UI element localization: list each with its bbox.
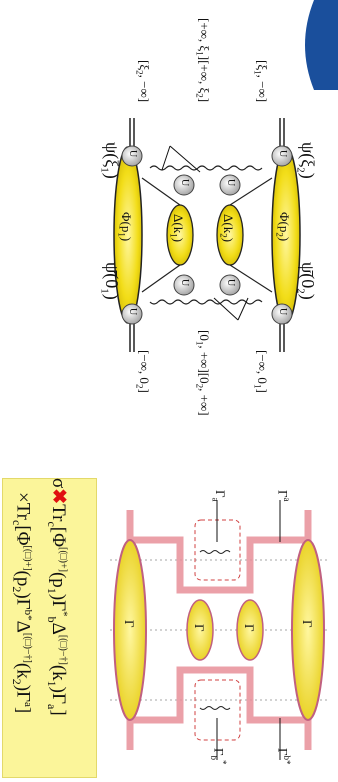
right-diagram [113,118,301,352]
top-range-label: [+∞, ξ1][+∞, ξ2] [194,18,212,103]
u-circle [173,174,195,196]
phi-p1-label: Φ(p1) [116,212,134,242]
u-label: U [127,150,138,158]
psibar-01-label: ψ̄(01) [98,262,122,300]
u-label: U [179,179,190,187]
u-label: U [225,179,236,187]
blob-symbol: Γ [192,624,207,632]
psi-xi1-label: ψ(ξ1) [98,142,122,179]
delta-k1-label: Δ(k1) [168,214,186,243]
blob-symbol: Γ [242,624,257,632]
quark-lines [141,177,273,293]
formula-box [2,478,97,778]
formula-line-1: σ✖Trc[Φ[(□)+](p1)Γ*bΔ[(□)−†](k1)Γa] [45,478,70,716]
minf-02-label: [−∞, 02] [134,350,152,393]
u-circle [173,274,195,296]
gamma-b-sup-label: Γb* [275,748,292,765]
phi-p2-label: Φ(p2) [274,212,292,242]
u-circle [121,145,143,167]
u-circles [121,145,293,325]
blob-symbol: Γ [122,620,137,628]
gamma-b-label: Γb* [209,748,228,765]
delta-k2-label: Δ(k2) [218,214,236,243]
lens-blob [236,599,264,661]
u-label: U [277,308,288,316]
blue-arc-decoration [305,0,338,90]
left-arrows [216,500,281,760]
lens-blob [291,539,325,721]
u-circle [219,274,241,296]
lens-blob [186,599,214,661]
blue-arc-shape [305,0,338,90]
u-label: U [225,279,236,287]
psi-xi2-label: ψ(ξ2) [294,142,318,179]
formula-line-2: ×Trc[Φ[(□)+](p2)Γb*Δ[(□)−†](k2)Γa] [9,492,34,714]
psibar-02-label: ψ̄(02) [294,262,318,300]
u-circle [219,174,241,196]
xi1-minf-label: [ξ1, −∞] [252,60,270,103]
blob-symbol: Γ [300,620,315,628]
left-gluons [199,550,231,710]
range-arrows [161,145,249,321]
u-circle [121,303,143,325]
gluon-lines [149,165,263,305]
minf-01-label: [−∞, 01] [252,350,270,393]
gamma-a-label: Γa [210,490,228,502]
bottom-range-label: [01, +∞][02, +∞] [194,330,212,416]
u-label: U [277,150,288,158]
gamma-a-sup-label: Γa [275,490,292,502]
u-circle [271,145,293,167]
left-diagram [110,500,330,760]
lens-blob [113,539,147,721]
u-circle [271,303,293,325]
u-label: U [127,308,138,316]
xi2-minf-label: [ξ2, −∞] [134,60,152,103]
u-label: U [179,279,190,287]
